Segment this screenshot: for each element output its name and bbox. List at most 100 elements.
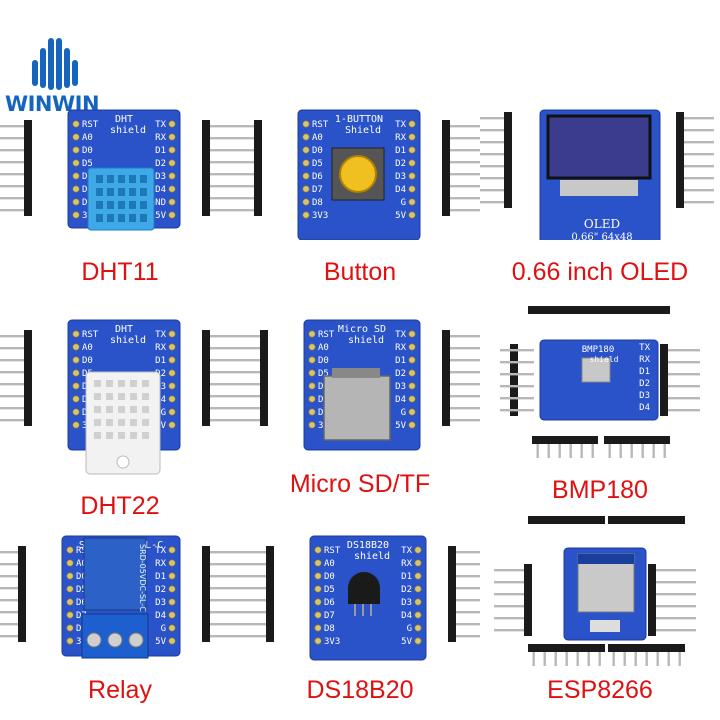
pin-label: D1	[401, 572, 412, 582]
solder-pad	[72, 159, 80, 167]
pin-label: D4	[155, 185, 166, 195]
pin-label: RST	[324, 546, 341, 556]
header-pin	[240, 137, 254, 140]
sensor-lead	[370, 604, 372, 616]
antenna-trace	[578, 554, 634, 564]
solder-pad	[168, 624, 176, 632]
header-pin	[630, 444, 633, 458]
header-pin	[656, 605, 696, 608]
sensor-vent	[96, 201, 103, 209]
sensor-vent	[118, 175, 125, 183]
solder-pad	[408, 330, 416, 338]
solder-pad	[314, 572, 322, 580]
header-pin	[0, 185, 24, 188]
header-pin	[240, 551, 266, 554]
header-pin	[456, 623, 480, 626]
header-pin	[656, 617, 696, 620]
silk-title: DS18B20	[347, 540, 389, 551]
header-pin	[656, 569, 696, 572]
module-photo: RSTA0D0D5D6D7D83V3TXRXD1D2D3D4G5VSRD-05V…	[0, 535, 240, 659]
header-pin	[0, 137, 24, 140]
solder-pad	[308, 408, 316, 416]
solder-pad	[168, 369, 176, 377]
solder-pad	[302, 198, 310, 206]
header-strip	[202, 120, 210, 216]
pin-label: TX	[155, 546, 166, 556]
pin-label: D5	[82, 159, 93, 169]
pin-label: D8	[82, 198, 93, 208]
mount-hole	[116, 455, 130, 469]
pin-label: D3	[155, 382, 166, 392]
solder-pad	[168, 330, 176, 338]
header-pin	[663, 444, 666, 458]
solder-pad	[302, 133, 310, 141]
header-pin	[450, 173, 480, 176]
terminal-screw	[86, 632, 102, 648]
solder-pad	[168, 356, 176, 364]
header-pin	[450, 419, 480, 422]
header-pin	[240, 395, 260, 398]
solder-pad	[414, 598, 422, 606]
sensor-vent	[129, 175, 136, 183]
pin-label: D6	[76, 598, 87, 608]
header-pin	[494, 629, 524, 632]
sensor-vent	[130, 406, 137, 413]
pin-label: D2	[395, 159, 406, 169]
sensor-vent	[94, 419, 101, 426]
solder-pad	[314, 559, 322, 567]
header-strip	[202, 546, 210, 642]
header-pin	[0, 335, 24, 338]
sensor-vent	[129, 188, 136, 196]
module-caption: ESP8266	[547, 676, 653, 704]
header-pin	[598, 652, 601, 666]
pin-label: A0	[82, 343, 93, 353]
header-pin	[591, 444, 594, 458]
sensor-vent	[94, 406, 101, 413]
pin-label: D4	[639, 403, 650, 413]
solder-pad	[168, 172, 176, 180]
solder-pad	[302, 211, 310, 219]
pin-label: D8	[312, 198, 323, 208]
header-pin	[456, 635, 480, 638]
header-pin	[500, 397, 534, 400]
header-pin	[656, 652, 659, 666]
solder-pad	[414, 624, 422, 632]
pin-label: D5	[312, 159, 323, 169]
header-strip	[528, 644, 605, 652]
header-pin	[668, 397, 700, 400]
header-pin	[684, 117, 714, 120]
solder-pad	[408, 421, 416, 429]
pin-label: TX	[395, 330, 406, 340]
header-pin	[684, 129, 714, 132]
header-pin	[634, 652, 637, 666]
module-caption: 0.66 inch OLED	[511, 258, 689, 286]
solder-pad	[302, 120, 310, 128]
header-pin	[684, 165, 714, 168]
header-pin	[684, 177, 714, 180]
solder-pad	[314, 624, 322, 632]
solder-pad	[168, 395, 176, 403]
pin-label: 5V	[155, 637, 166, 647]
header-pin	[450, 383, 480, 386]
solder-pad	[314, 546, 322, 554]
header-pin	[240, 407, 260, 410]
header-pin	[450, 371, 480, 374]
module-photo: RSTA0D0D5D6D7D83V3TXRXD1D2D3D4G5VDS18B20…	[240, 535, 480, 661]
pin-label: GND	[150, 198, 166, 208]
pin-label: RST	[312, 120, 329, 130]
header-pin	[0, 395, 24, 398]
sensor-vent	[106, 432, 113, 439]
header-pin	[210, 575, 240, 578]
header-strip	[532, 436, 598, 444]
pin-label: D6	[312, 172, 323, 182]
pin-label: 5V	[155, 421, 166, 431]
pin-label: D2	[155, 369, 166, 379]
pin-label: G	[401, 198, 406, 208]
header-pin	[210, 149, 240, 152]
pin-label: D3	[395, 382, 406, 392]
sensor-body	[348, 572, 380, 604]
solder-pad	[168, 146, 176, 154]
terminal-screw	[107, 632, 123, 648]
